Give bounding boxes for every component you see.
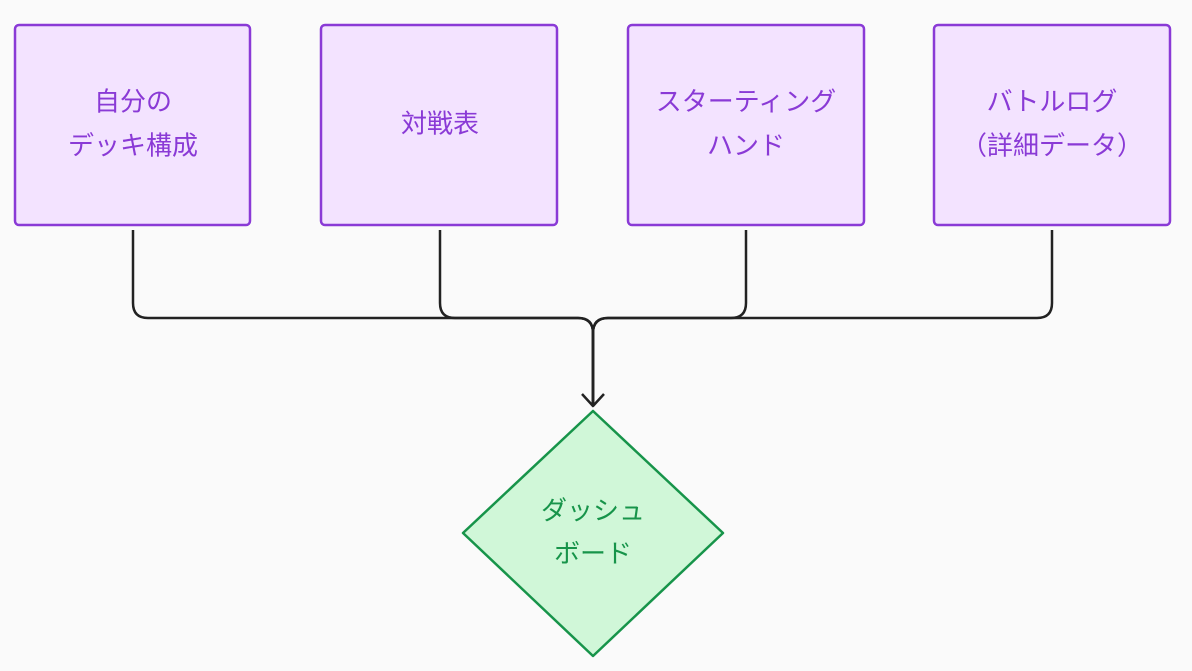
node-starting-hand-line-1: スターティング (656, 88, 836, 118)
arrowhead (581, 393, 605, 408)
node-dashboard[interactable]: ダッシュ ボード (461, 409, 725, 658)
edge-matchup-to-dashboard (438, 230, 595, 404)
node-dashboard-line-1: ダッシュ (541, 497, 645, 527)
node-matchup[interactable]: 対戦表 (319, 23, 559, 227)
node-matchup-line-1: 対戦表 (401, 110, 479, 140)
node-battle-log[interactable]: バトルログ （詳細データ） (932, 23, 1172, 227)
connectors (131, 230, 1054, 408)
node-battle-log-line-1: バトルログ (987, 88, 1118, 118)
node-battle-log-line-2: （詳細データ） (961, 132, 1143, 162)
node-starting-hand-line-2: ハンド (707, 132, 785, 162)
node-dashboard-line-2: ボード (554, 540, 632, 570)
node-own-deck-line-2: デッキ構成 (68, 132, 198, 162)
node-starting-hand[interactable]: スターティング ハンド (626, 23, 866, 227)
node-own-deck-line-1: 自分の (94, 88, 172, 118)
node-own-deck[interactable]: 自分の デッキ構成 (13, 23, 252, 227)
edge-battle-log-to-dashboard (591, 230, 1054, 404)
